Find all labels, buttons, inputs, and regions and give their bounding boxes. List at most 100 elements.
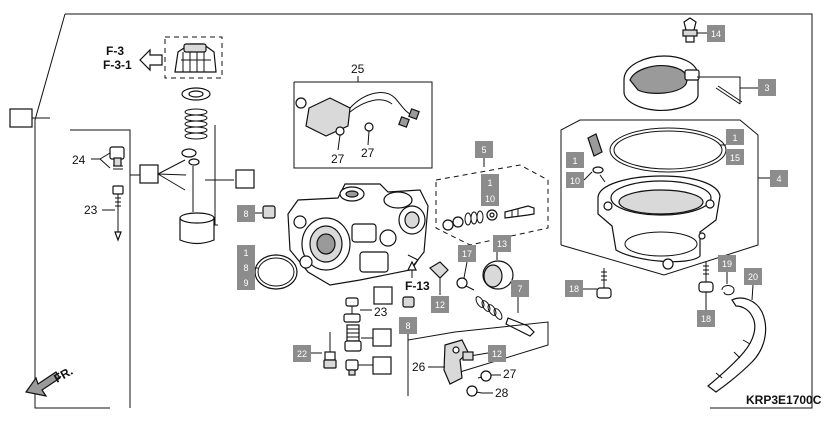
svg-text:18: 18 [701, 314, 711, 324]
vent-tube-fitting-14 [682, 17, 698, 43]
svg-text:5: 5 [481, 145, 486, 155]
callout-5 [475, 141, 493, 158]
carburetor-cap [174, 43, 217, 73]
callout-14 [707, 25, 725, 42]
jet-ref-box [373, 286, 393, 305]
drain-tube-20 [707, 297, 767, 393]
callout-7 [511, 280, 529, 297]
callout-1-needle [566, 152, 584, 168]
diaphragm-cap [482, 260, 514, 290]
main-jet-holder [344, 324, 362, 352]
float-needle [587, 133, 604, 174]
bracket-group-frame [407, 321, 549, 396]
callout-1-gasket [726, 129, 744, 145]
svg-text:18: 18 [569, 284, 579, 294]
callout-10-needle [566, 172, 584, 188]
svg-text:10: 10 [570, 176, 580, 186]
screw-27 [477, 370, 492, 382]
svg-text:13: 13 [497, 239, 507, 249]
bracket-26 [443, 339, 469, 385]
callout-23-left: 23 [84, 203, 98, 217]
seal-cap [262, 205, 276, 219]
screw-18-right [698, 262, 714, 293]
callout-18-left [565, 280, 583, 297]
svg-text:1: 1 [487, 178, 492, 188]
callout-12-b [488, 345, 506, 362]
plunger-set-box [139, 164, 159, 184]
piston-set-box [235, 169, 255, 189]
holder-ref-box [372, 328, 392, 347]
callout-28: 28 [495, 386, 509, 400]
ref-f3-1: F-3-1 [103, 58, 132, 72]
starter-valve [109, 146, 125, 170]
callout-12-a [431, 296, 449, 313]
front-label: FR. [52, 364, 76, 386]
ref-f13: F-13 [405, 279, 430, 293]
callout-27-harness-a: 27 [331, 152, 345, 166]
front-direction-arrow [24, 371, 61, 397]
callout-3 [758, 79, 776, 96]
screw-28 [466, 385, 483, 397]
cap-dashed-box [164, 36, 223, 79]
callout-27-lower: 27 [503, 367, 517, 381]
svg-text:22: 22 [297, 349, 307, 359]
callout-25: 25 [351, 62, 365, 76]
solenoid-harness [295, 92, 420, 137]
callout-18-right [697, 310, 715, 327]
plug-ref-box [372, 356, 392, 375]
svg-text:19: 19 [722, 259, 732, 269]
drain-jet [343, 297, 361, 323]
callout-15 [726, 149, 744, 165]
tube-clip-19 [721, 285, 735, 296]
assembly-ref-box [9, 108, 33, 128]
seal-small [402, 296, 415, 308]
callout-10-group5 [481, 190, 499, 206]
float-chamber-bowl [597, 175, 721, 270]
throttle-spring [184, 108, 208, 140]
svg-text:10: 10 [485, 194, 495, 204]
svg-text:14: 14 [711, 29, 721, 39]
callout-24: 24 [72, 153, 86, 167]
svg-text:17: 17 [462, 249, 472, 259]
svg-text:7: 7 [517, 284, 522, 294]
svg-text:12: 12 [435, 300, 445, 310]
callout-8-b [399, 317, 417, 334]
svg-text:12: 12 [492, 349, 502, 359]
float-gasket [609, 127, 727, 173]
diagram-code: KRP3E1700C [746, 393, 822, 407]
svg-text:8: 8 [243, 263, 248, 273]
pilot-screw [112, 185, 124, 242]
group4-frame [560, 119, 759, 276]
bracket-12-upper [429, 261, 449, 295]
callout-26: 26 [412, 360, 426, 374]
callout-23-body: 23 [374, 305, 388, 319]
float-chamber-cover-3 [623, 55, 743, 111]
air-screw-set [442, 205, 535, 231]
o-ring-large [254, 254, 298, 290]
callout-17 [458, 245, 476, 262]
svg-text:1: 1 [732, 133, 737, 143]
callout-stack-1-8-9: 1 8 9 [237, 245, 255, 290]
clip-12 [462, 351, 474, 361]
callout-13 [493, 235, 511, 252]
callout-22 [293, 345, 311, 362]
callout-4 [770, 170, 788, 187]
drain-plug [345, 359, 359, 376]
callout-8-a [237, 205, 255, 222]
carburetor-body [287, 183, 429, 286]
svg-text:4: 4 [776, 174, 781, 184]
callout-27-harness-b: 27 [361, 146, 375, 160]
svg-text:1: 1 [243, 248, 248, 258]
svg-text:8: 8 [243, 209, 248, 219]
screw-18-left [596, 268, 612, 299]
svg-text:9: 9 [243, 278, 248, 288]
callout-20 [744, 268, 762, 285]
ref-f3: F-3 [106, 44, 124, 58]
callout-19 [718, 255, 736, 272]
callout-1-group5 [481, 174, 499, 190]
screw-17 [456, 277, 475, 291]
needle-spring-7 [475, 296, 535, 337]
group5-frame [435, 164, 549, 246]
